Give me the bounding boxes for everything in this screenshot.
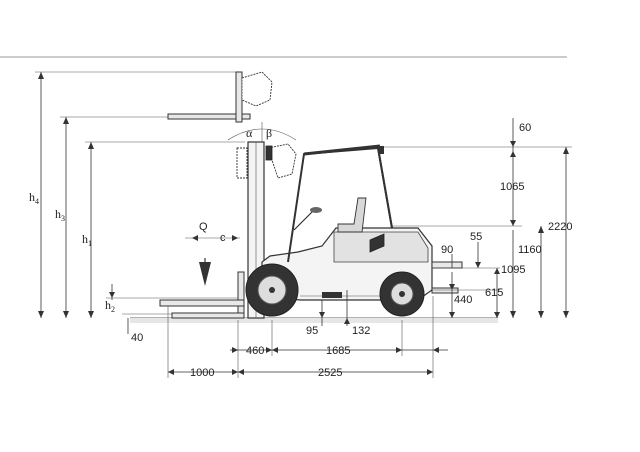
dim-fork-front-overhang: 460 — [246, 345, 264, 357]
lowered-forks — [159, 271, 245, 319]
dim-overhead-guard-to-seat: 1065 — [500, 181, 524, 193]
length-dimensions — [167, 296, 448, 378]
dim-hitch-height-upper: 55 — [470, 231, 482, 243]
dim-height-to-pivot: 1095 — [501, 264, 525, 276]
dim-hitch-height-lower: 615 — [485, 287, 503, 299]
height-dimensions-right — [384, 118, 572, 318]
label-load-center: c — [220, 232, 226, 244]
dim-ground-clearance-center: 132 — [352, 325, 370, 337]
dim-length-to-fork-face: 2525 — [318, 367, 342, 379]
ground-clearance-markers — [319, 290, 350, 326]
dim-fork-thickness: 40 — [131, 332, 143, 344]
height-dimensions-left — [35, 71, 245, 334]
dim-seat-height: 1160 — [518, 244, 542, 256]
label-h4: h4 — [29, 190, 39, 206]
load-indicator — [185, 235, 240, 286]
label-h3: h3 — [55, 207, 65, 223]
dim-hitch-offset: 90 — [441, 244, 453, 256]
label-beta: β — [266, 126, 272, 140]
label-alpha: α — [246, 126, 253, 140]
label-load-q: Q — [199, 221, 208, 233]
dim-ground-clearance-mast: 95 — [306, 325, 318, 337]
dim-wheelbase: 1685 — [326, 345, 350, 357]
dim-fork-length: 1000 — [190, 367, 214, 379]
dim-fork-lift-adj: 60 — [519, 122, 531, 134]
rear-wheel — [379, 271, 425, 317]
label-h1: h1 — [82, 232, 92, 248]
dim-coupling-height: 440 — [454, 294, 472, 306]
raised-forks — [167, 71, 273, 123]
front-wheel — [245, 263, 299, 317]
dim-overall-height-guard: 2220 — [548, 221, 572, 233]
label-h2: h2 — [105, 298, 115, 314]
ground-hatch — [130, 318, 498, 323]
